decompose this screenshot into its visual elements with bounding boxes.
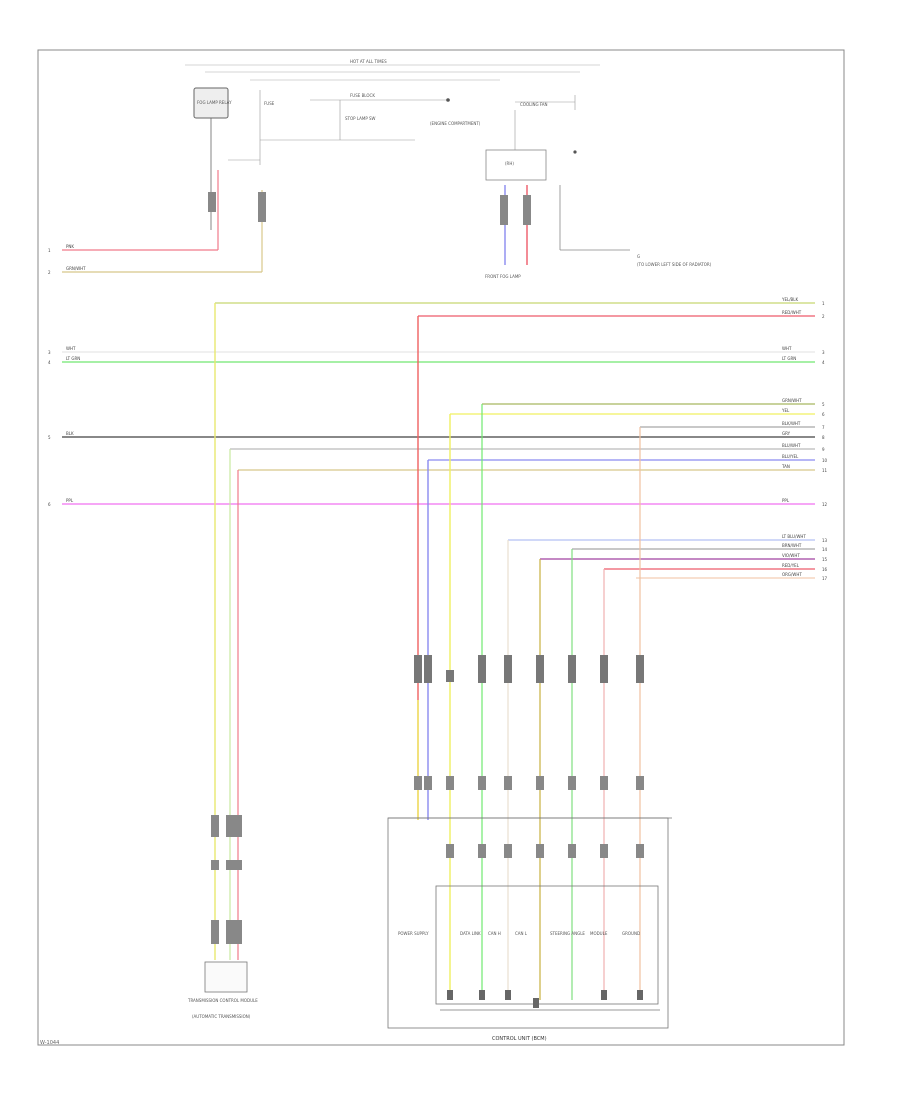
splice-dot-1 xyxy=(446,98,450,102)
svg-text:BLK: BLK xyxy=(66,431,74,436)
diagram-frame xyxy=(37,49,845,1046)
tcm-box xyxy=(204,961,248,993)
svg-text:BLU/WHT: BLU/WHT xyxy=(782,443,801,448)
svg-text:RED/YEL: RED/YEL xyxy=(782,563,800,568)
svg-text:4: 4 xyxy=(48,360,51,365)
svg-text:7: 7 xyxy=(822,425,825,430)
svg-text:5: 5 xyxy=(48,435,51,440)
left-connector-labels: 1 PNK 2 GRN/WHT 3 WHT 4 LT GRN 5 BLK 6 P… xyxy=(48,244,86,507)
svg-text:10: 10 xyxy=(822,458,828,463)
left-branch-label: STOP LAMP SW xyxy=(345,116,376,121)
header-label: HOT AT ALL TIMES xyxy=(350,59,387,64)
svg-text:3: 3 xyxy=(822,350,825,355)
control-unit-outer xyxy=(387,817,669,1029)
tcm-note: (AUTOMATIC TRANSMISSION) xyxy=(192,1014,251,1019)
svg-text:DATA LINK: DATA LINK xyxy=(460,931,481,936)
svg-text:YEL/BLK: YEL/BLK xyxy=(781,297,799,302)
fuse-block-note: (ENGINE COMPARTMENT) xyxy=(430,121,481,126)
svg-text:CAN L: CAN L xyxy=(515,931,528,936)
svg-text:STEERING ANGLE: STEERING ANGLE xyxy=(550,931,585,936)
svg-text:8: 8 xyxy=(822,435,825,440)
svg-text:TAN: TAN xyxy=(781,464,790,469)
cooling-fan-box xyxy=(485,149,547,181)
svg-text:RED/WHT: RED/WHT xyxy=(782,310,802,315)
svg-text:VIO/WHT: VIO/WHT xyxy=(782,553,800,558)
connector-marks-lower xyxy=(446,844,644,858)
svg-text:CAN H: CAN H xyxy=(488,931,501,936)
svg-text:4: 4 xyxy=(822,360,825,365)
svg-text:LT GRN: LT GRN xyxy=(66,356,80,361)
svg-text:1: 1 xyxy=(822,301,825,306)
svg-text:15: 15 xyxy=(822,557,828,562)
cu-internal-labels: POWER SUPPLY DATA LINK CAN H CAN L STEER… xyxy=(398,931,640,936)
ground-note: (TO LOWER LEFT SIDE OF RADIATOR) xyxy=(637,262,712,267)
connector-marks-middle xyxy=(414,776,644,790)
svg-text:5: 5 xyxy=(822,402,825,407)
svg-text:POWER SUPPLY: POWER SUPPLY xyxy=(398,931,429,936)
svg-text:16: 16 xyxy=(822,567,828,572)
internal-pins xyxy=(447,990,643,1008)
svg-text:GRY: GRY xyxy=(782,431,791,436)
svg-text:WHT: WHT xyxy=(782,346,792,351)
svg-text:12: 12 xyxy=(822,502,828,507)
svg-text:6: 6 xyxy=(48,502,51,507)
svg-text:2: 2 xyxy=(48,270,51,275)
svg-text:13: 13 xyxy=(822,538,828,543)
svg-text:LT GRN: LT GRN xyxy=(782,356,796,361)
diagram-id: W-1044 xyxy=(40,1040,60,1046)
connector-marks-upper xyxy=(414,655,644,683)
svg-text:YEL: YEL xyxy=(781,408,790,413)
svg-text:BLU/YEL: BLU/YEL xyxy=(782,454,799,459)
svg-text:3: 3 xyxy=(48,350,51,355)
svg-text:PPL: PPL xyxy=(782,498,790,503)
relay-label: FOG LAMP RELAY xyxy=(197,100,232,105)
cooling-label: COOLING FAN xyxy=(520,102,548,107)
svg-text:BRN/WHT: BRN/WHT xyxy=(782,543,802,548)
tcm-label: TRANSMISSION CONTROL MODULE xyxy=(187,998,258,1003)
svg-text:MODULE: MODULE xyxy=(590,931,608,936)
svg-text:2: 2 xyxy=(822,314,825,319)
fog-caption: FRONT FOG LAMP xyxy=(485,274,521,279)
fan-ground-dot xyxy=(573,150,577,154)
svg-text:WHT: WHT xyxy=(66,346,76,351)
svg-text:6: 6 xyxy=(822,412,825,417)
left-fuse-label: FUSE xyxy=(264,101,275,106)
svg-text:17: 17 xyxy=(822,576,828,581)
control-unit-label: CONTROL UNIT (BCM) xyxy=(492,1036,547,1042)
svg-text:GRN/WHT: GRN/WHT xyxy=(66,266,86,271)
ground-label: G xyxy=(637,254,640,259)
svg-text:14: 14 xyxy=(822,547,828,552)
svg-text:PPL: PPL xyxy=(66,498,74,503)
svg-text:LT BLU/WHT: LT BLU/WHT xyxy=(782,534,806,539)
svg-text:9: 9 xyxy=(822,447,825,452)
control-unit-inner xyxy=(435,885,659,1005)
svg-text:BLK/WHT: BLK/WHT xyxy=(782,421,801,426)
svg-text:1: 1 xyxy=(48,248,51,253)
svg-text:11: 11 xyxy=(822,468,828,473)
cooling-note: (RH) xyxy=(505,161,514,166)
connector-marks-left xyxy=(208,192,531,944)
svg-text:GRN/WHT: GRN/WHT xyxy=(782,398,802,403)
svg-text:GROUND: GROUND xyxy=(622,931,640,936)
svg-text:ORG/WHT: ORG/WHT xyxy=(782,572,802,577)
fuse-block-label: FUSE BLOCK xyxy=(350,93,375,98)
svg-text:PNK: PNK xyxy=(66,244,74,249)
